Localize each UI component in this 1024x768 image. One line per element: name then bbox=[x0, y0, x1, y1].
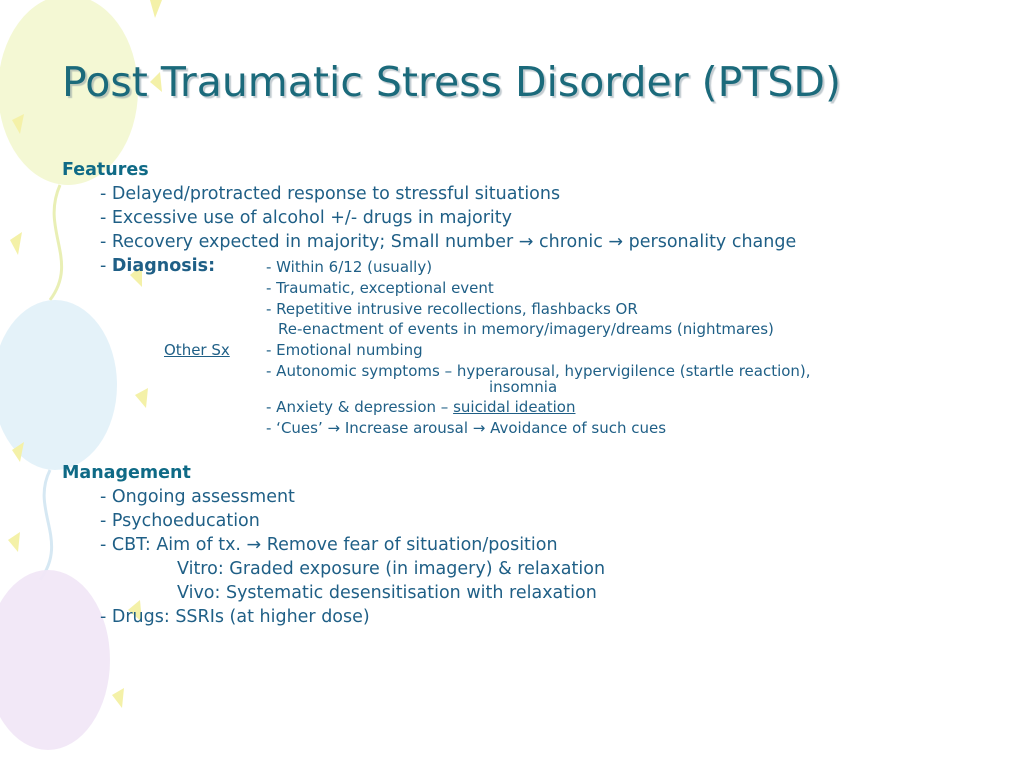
diagnosis-item: - Repetitive intrusive recollections, fl… bbox=[266, 300, 638, 318]
diagnosis-dash: - bbox=[100, 256, 112, 276]
diagnosis-item: - Traumatic, exceptional event bbox=[266, 279, 494, 297]
features-heading: Features bbox=[62, 160, 149, 180]
diagnosis-item-text: - Anxiety & depression – bbox=[266, 398, 454, 416]
features-item: - Recovery expected in majority; Small n… bbox=[100, 232, 797, 252]
management-item: - Psychoeducation bbox=[100, 511, 260, 531]
features-item: - Excessive use of alcohol +/- drugs in … bbox=[100, 208, 513, 228]
slide-title: Post Traumatic Stress Disorder (PTSD) bbox=[62, 58, 841, 106]
management-item: - Drugs: SSRIs (at higher dose) bbox=[100, 607, 370, 627]
diagnosis-item: - Anxiety & depression – suicidal ideati… bbox=[266, 400, 575, 415]
other-sx-link[interactable]: Other Sx bbox=[164, 341, 230, 359]
suicidal-ideation-link[interactable]: suicidal ideation bbox=[453, 398, 576, 416]
diagnosis-item: - ‘Cues’ → Increase arousal → Avoidance … bbox=[266, 419, 667, 437]
diagnosis-item: - Autonomic symptoms – hyperarousal, hyp… bbox=[266, 362, 811, 380]
diagnosis-item: - Emotional numbing bbox=[266, 341, 423, 359]
management-heading: Management bbox=[62, 463, 191, 483]
diagnosis-item: insomnia bbox=[489, 378, 558, 396]
diagnosis-label: Diagnosis: bbox=[111, 256, 216, 276]
management-item: Vitro: Graded exposure (in imagery) & re… bbox=[177, 559, 606, 579]
management-item: - CBT: Aim of tx. → Remove fear of situa… bbox=[100, 535, 558, 555]
features-item: - Delayed/protracted response to stressf… bbox=[100, 184, 561, 204]
management-item: Vivo: Systematic desensitisation with re… bbox=[177, 583, 597, 603]
diagnosis-item: Re-enactment of events in memory/imagery… bbox=[278, 320, 774, 338]
diagnosis-row: - Diagnosis: bbox=[100, 256, 216, 276]
management-item: - Ongoing assessment bbox=[100, 487, 295, 507]
diagnosis-item: - Within 6/12 (usually) bbox=[266, 258, 433, 276]
